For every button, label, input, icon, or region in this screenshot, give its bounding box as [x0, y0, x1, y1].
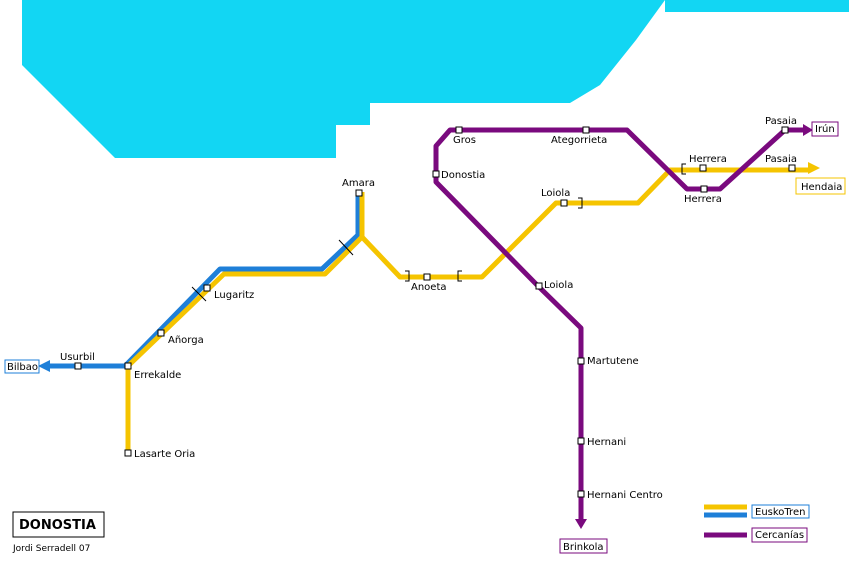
sea-area — [22, 0, 849, 158]
legend-cercanias-label: Cercanías — [755, 529, 804, 541]
station-loiola-eusko: Loiola — [541, 188, 570, 199]
station-hernani: Hernani — [587, 437, 626, 448]
tunnel-markers — [191, 163, 686, 302]
station-ategorrieta: Ategorrieta — [551, 135, 607, 146]
euskotren-blue-line — [46, 192, 361, 369]
destination-brinkola: Brinkola — [563, 542, 604, 553]
destination-bilbao: Bilbao — [7, 362, 38, 373]
bilbao-arrow-icon — [38, 360, 50, 372]
station-errekalde: Errekalde — [134, 370, 181, 381]
cercanias-line — [433, 127, 805, 520]
station-herrera-renfe: Herrera — [684, 194, 722, 205]
station-loiola-renfe: Loiola — [544, 280, 573, 291]
hendaia-arrow-icon — [808, 162, 820, 174]
legend-cercanias-box — [751, 527, 808, 543]
map-credit: Jordi Serradell 07 — [12, 544, 90, 554]
hendaia-box — [795, 177, 846, 195]
station-herrera-eusko: Herrera — [689, 154, 727, 165]
station-usurbil: Usurbil — [60, 352, 95, 363]
station-hernani-centro: Hernani Centro — [587, 490, 663, 501]
station-donostia: Donostia — [441, 170, 485, 181]
station-lasarte: Lasarte Oria — [134, 449, 195, 460]
station-markers — [74, 126, 796, 498]
station-martutene: Martutene — [587, 356, 639, 367]
euskotren-yellow-line-main — [125, 192, 365, 452]
station-anoeta: Anoeta — [411, 282, 447, 293]
map-title: DONOSTIA — [19, 518, 96, 533]
brinkola-arrow-icon — [575, 519, 587, 529]
legend-euskotren-box — [751, 504, 810, 519]
station-gros: Gros — [453, 135, 476, 146]
irun-box — [811, 121, 839, 137]
brinkola-box — [559, 538, 608, 554]
station-lugaritz: Lugaritz — [214, 290, 254, 301]
title-box — [12, 511, 105, 538]
legend-euskotren-label: EuskoTren — [755, 507, 805, 518]
bilbao-box — [4, 359, 40, 374]
destination-hendaia: Hendaia — [801, 182, 842, 193]
euskotren-yellow-line-east — [360, 167, 810, 280]
station-amara: Amara — [342, 178, 375, 189]
station-pasaia-eusko: Pasaia — [765, 154, 797, 165]
station-pasaia-renfe: Pasaia — [765, 116, 797, 127]
destination-irun: Irún — [815, 123, 835, 135]
irun-arrow-icon — [803, 124, 813, 136]
station-anorga: Añorga — [168, 335, 204, 346]
